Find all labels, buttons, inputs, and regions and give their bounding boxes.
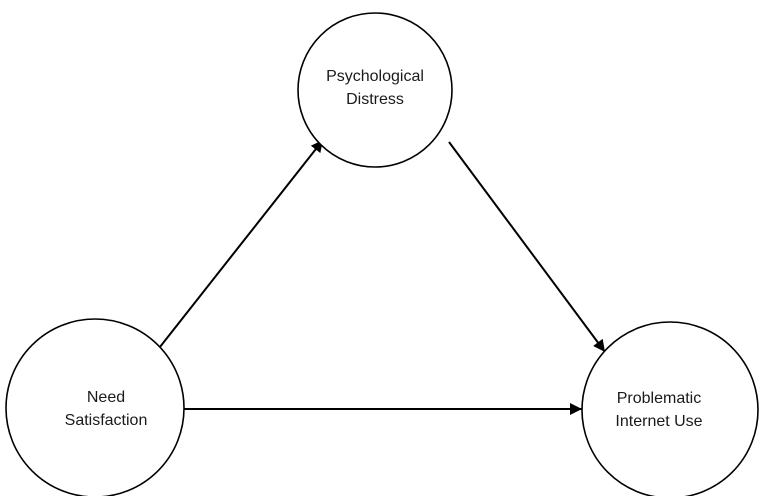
node-need-satisfaction: Need Satisfaction bbox=[5, 318, 185, 496]
node-label: Distress bbox=[346, 91, 404, 108]
node-circle bbox=[297, 12, 453, 168]
edge-need-to-distress bbox=[155, 139, 324, 353]
node-circle bbox=[5, 318, 185, 496]
node-psychological-distress: Psychological Distress bbox=[297, 12, 453, 168]
node-label: Satisfaction bbox=[65, 412, 148, 429]
node-label: Need bbox=[87, 389, 125, 406]
node-problematic-internet-use: Problematic Internet Use bbox=[581, 321, 759, 496]
node-label: Problematic bbox=[617, 390, 701, 407]
edge-distress-to-internet-use bbox=[448, 141, 606, 353]
node-label: Internet Use bbox=[615, 413, 702, 430]
node-circle bbox=[581, 321, 759, 496]
node-label: Psychological bbox=[326, 68, 424, 85]
